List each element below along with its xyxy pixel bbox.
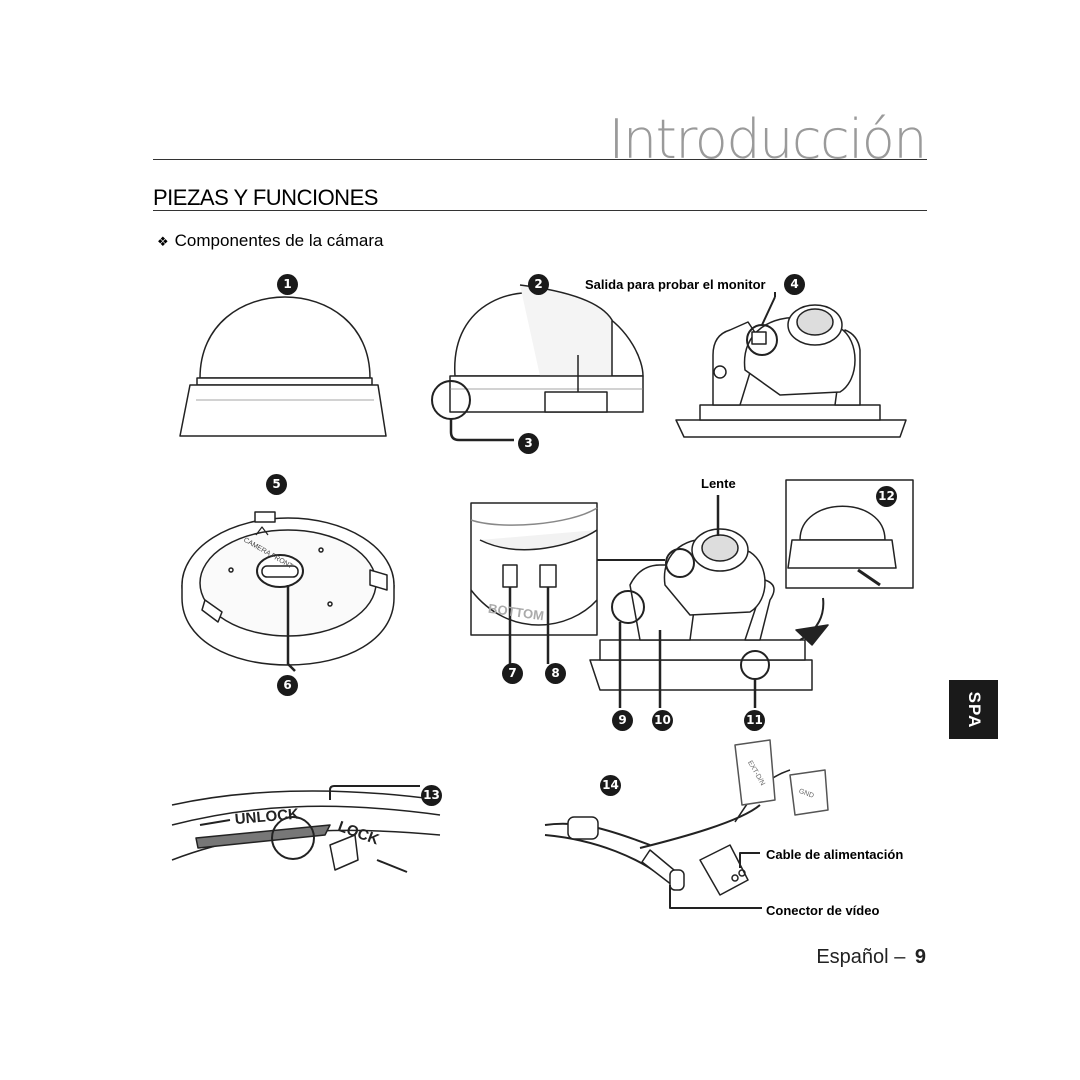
callout-1: 1: [277, 274, 298, 295]
camera-module-illustration: [675, 296, 907, 438]
camera-side-illustration: [589, 495, 829, 708]
bottom-closeup-illustration: BOTTOM: [470, 502, 665, 664]
monitor-output-label: Salida para probar el monitor: [585, 277, 766, 292]
callout-11: 11: [744, 710, 765, 731]
dome-cutaway-illustration: [431, 284, 644, 442]
callout-13: 13: [421, 785, 442, 806]
lens-label: Lente: [701, 476, 736, 491]
language-tab-label: SPA: [964, 691, 984, 728]
footer-separator: –: [894, 946, 906, 968]
page-number: 9: [914, 946, 926, 968]
subsection-title: Componentes de la cámara: [174, 231, 384, 250]
callout-8: 8: [545, 663, 566, 684]
mounting-base-illustration: CAMERA FRONT: [181, 511, 395, 672]
cables-illustration: EXT-D/N GND: [544, 739, 829, 909]
callout-7: 7: [502, 663, 523, 684]
callout-2: 2: [528, 274, 549, 295]
callout-5: 5: [266, 474, 287, 495]
diamond-bullet-icon: ❖: [157, 234, 169, 249]
section-title: PIEZAS Y FUNCIONES: [153, 185, 378, 210]
callout-12: 12: [876, 486, 897, 507]
callout-6: 6: [277, 675, 298, 696]
lock-ring-illustration: UNLOCK LOCK: [171, 785, 441, 873]
callout-4: 4: [784, 274, 805, 295]
dome-cover-illustration: [179, 296, 387, 437]
subsection-heading: ❖ Componentes de la cámara: [157, 231, 384, 251]
header-rule: [153, 159, 927, 160]
section-rule: [153, 210, 927, 211]
language-tab: SPA: [949, 680, 998, 739]
page-footer: Español – 9: [816, 946, 926, 969]
footer-language: Español: [816, 946, 889, 968]
gnd-label: GND: [798, 788, 815, 800]
video-connector-label: Conector de vídeo: [766, 903, 880, 918]
callout-14: 14: [600, 775, 621, 796]
power-cable-label: Cable de alimentación: [766, 847, 904, 862]
callout-9: 9: [612, 710, 633, 731]
unlock-label: UNLOCK: [234, 806, 300, 829]
page-header-title: Introducción: [608, 108, 927, 171]
callout-3: 3: [518, 433, 539, 454]
callout-10: 10: [652, 710, 673, 731]
